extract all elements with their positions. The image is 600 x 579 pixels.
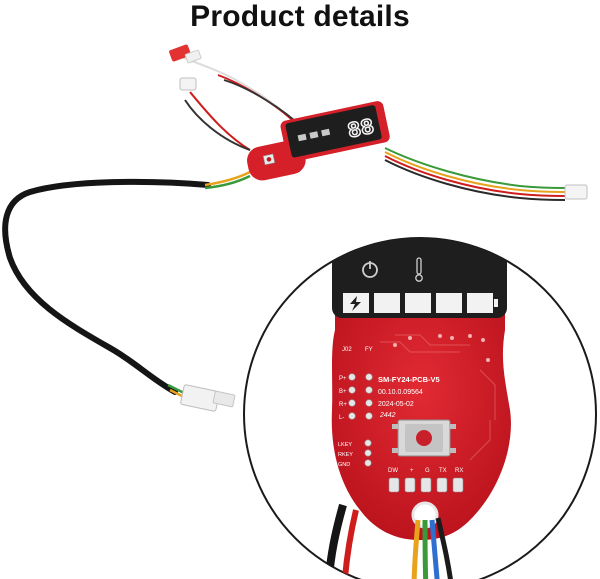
page-title: Product details [190,0,410,33]
zoom-pcb [331,290,511,540]
bottom-pads [388,477,464,493]
zoom-wires [324,503,455,579]
label-rx: RX [455,468,463,474]
label-b: B+ [339,389,347,395]
overview-board: 88 [2,44,588,412]
label-g: G [425,468,430,474]
white-connector-bottom [180,384,236,412]
black-cable [2,178,211,395]
lightning-icon [350,296,361,311]
thermometer-icon [415,257,423,282]
label-p: P+ [339,376,347,382]
power-icon [362,261,378,278]
tactile-button [392,419,456,457]
silkscreen-model: SM-FY24-PCB-V5 [378,375,440,384]
small-pcb: 88 [247,101,390,181]
battery-indicator [343,293,498,313]
label-j02: J02 [342,347,352,353]
label-gnd: GND [338,462,350,468]
label-plus: + [410,468,414,474]
red-connector-top [169,44,202,64]
label-r: R+ [339,402,347,408]
label-lkey: LKEY [338,442,352,448]
silkscreen-handwritten: 2442 [379,412,396,419]
zoom-detail: J02 FY P+ B+ R+ L- SM-FY24-PCB-V5 00.10.… [324,238,511,579]
left-pads [348,373,373,420]
label-rkey: RKEY [338,452,353,458]
label-dw: DW [388,468,398,474]
silkscreen-version: 00.10.0.09564 [378,389,423,396]
white-connector-top [179,77,197,91]
white-connector-right [564,184,588,200]
label-tx: TX [439,468,447,474]
silkscreen-date: 2024-05-02 [378,401,414,408]
label-fy: FY [365,347,373,353]
label-l: L- [339,415,344,421]
